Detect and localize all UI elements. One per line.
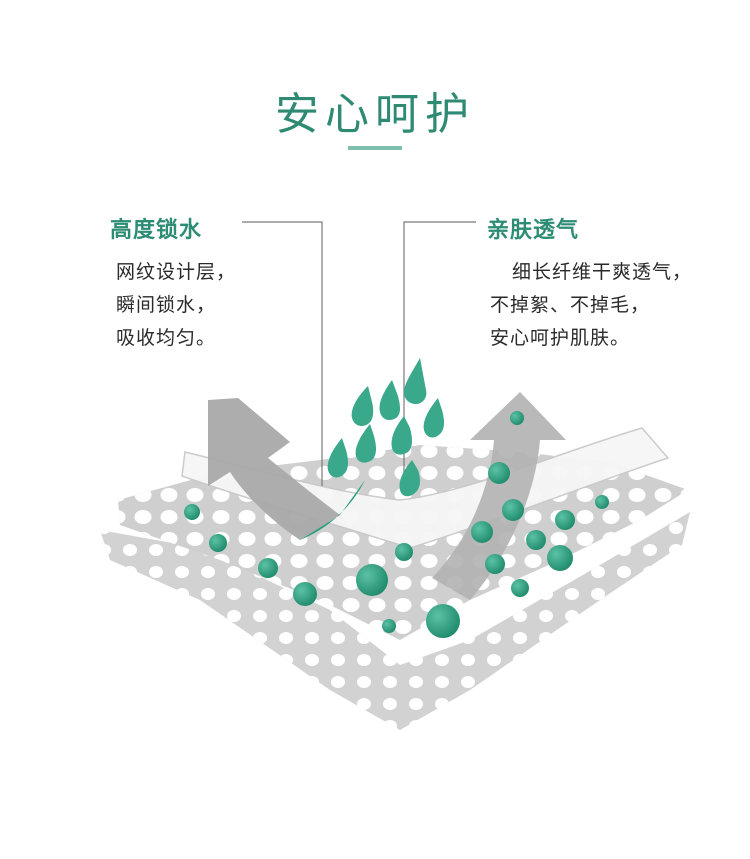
moisture-beads	[184, 411, 609, 638]
feature-lock-title: 高度锁水	[110, 218, 203, 243]
page-title: 安心呵护	[275, 89, 475, 140]
breathe-arrow	[432, 392, 566, 600]
feature-lock-line-2: 瞬间锁水，	[116, 294, 217, 316]
title-underline	[348, 146, 402, 150]
absorb-arrow	[208, 398, 340, 540]
feature-lock-line-3: 吸收均匀。	[116, 327, 217, 349]
feature-breathe-line-2: 不掉絮、不掉毛，	[490, 294, 651, 316]
feature-breathe-line-3: 安心呵护肌肤。	[490, 327, 631, 349]
water-drops	[327, 358, 444, 497]
lock-callout-line	[242, 221, 323, 486]
feature-breathe-title: 亲肤透气	[487, 218, 580, 243]
feature-lock-line-1: 网纹设计层，	[116, 261, 237, 283]
breathe-callout-line	[403, 221, 476, 486]
feature-breathe-line-1: 细长纤维干爽透气，	[512, 261, 693, 283]
